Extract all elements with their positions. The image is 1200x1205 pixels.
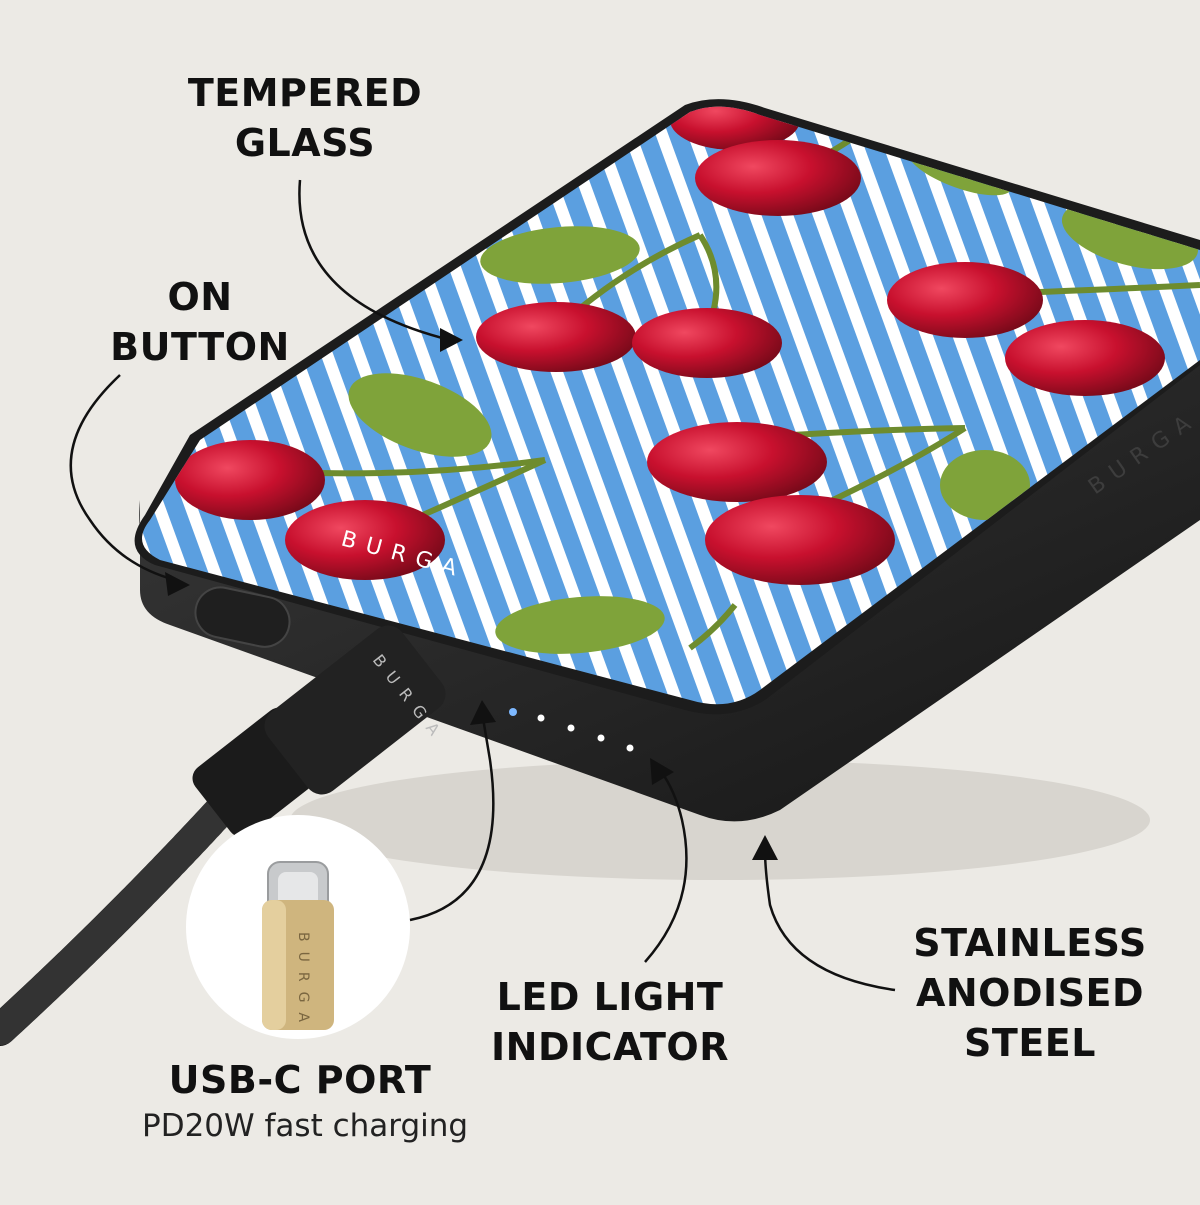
cherry-icon (1005, 320, 1165, 396)
arrow-icon (752, 835, 778, 860)
cherry-icon (670, 106, 800, 150)
steel-line1: STAINLESS (913, 921, 1147, 965)
steel-line3: STEEL (964, 1021, 1096, 1065)
cherry-icon (887, 262, 1043, 338)
cherry-icon (632, 308, 782, 378)
led-light-label: LED LIGHT INDICATOR (480, 972, 740, 1072)
tempered-glass-label: TEMPERED GLASS (160, 68, 450, 168)
callout-lines (69, 179, 896, 992)
led-dot (567, 724, 575, 732)
led-light-line1: LED LIGHT (496, 975, 724, 1019)
led-light-line2: INDICATOR (491, 1025, 729, 1069)
arrow-icon (165, 572, 190, 596)
cherry-icon (175, 440, 325, 520)
arrow-icon (650, 758, 674, 785)
leaf-icon (480, 226, 640, 284)
led-dot (509, 708, 517, 716)
cherry-icon (285, 500, 445, 580)
on-button-line1: ON (167, 275, 233, 319)
on-button-label: ON BUTTON (80, 272, 320, 372)
led-indicator (509, 708, 634, 752)
led-dot (537, 714, 545, 722)
arrow-icon (440, 328, 463, 352)
connector-brand-text: BURGA (295, 932, 311, 1032)
cherry-icon (647, 422, 827, 502)
steel-line2: ANODISED (915, 971, 1145, 1015)
led-dot (597, 734, 605, 742)
steel-label: STAINLESS ANODISED STEEL (900, 918, 1160, 1068)
led-callout (644, 769, 688, 963)
leaf-icon (940, 450, 1030, 520)
leaf-icon (348, 373, 492, 457)
tempered-glass-callout (298, 179, 451, 342)
cherry-icon (476, 302, 636, 372)
callout-arrows (165, 328, 778, 860)
cherry-icon (705, 495, 895, 585)
usb-c-plug (264, 625, 446, 795)
usb-c-port-label: USB-C PORT (150, 1055, 450, 1105)
cherries (175, 106, 1165, 585)
tempered-glass-surface: BURGA (142, 106, 1200, 705)
tempered-glass-line1: TEMPERED (187, 71, 423, 115)
on-button-callout (69, 374, 176, 582)
usb-c-detail-badge: BURGA (186, 815, 410, 1039)
leaf-icon (495, 596, 665, 654)
usb-c-callout (409, 711, 495, 922)
arrow-icon (470, 700, 496, 725)
usb-c-port-title: USB-C PORT (168, 1058, 432, 1102)
steel-callout (763, 849, 896, 992)
usb-c-port-subtitle: PD20W fast charging (142, 1108, 469, 1144)
led-dot (626, 744, 634, 752)
cherry-icon (695, 140, 861, 216)
usb-c-cable: BURGA (0, 625, 450, 1046)
tempered-glass-line2: GLASS (234, 121, 376, 165)
on-button[interactable] (191, 583, 294, 652)
on-button-line2: BUTTON (110, 325, 290, 369)
